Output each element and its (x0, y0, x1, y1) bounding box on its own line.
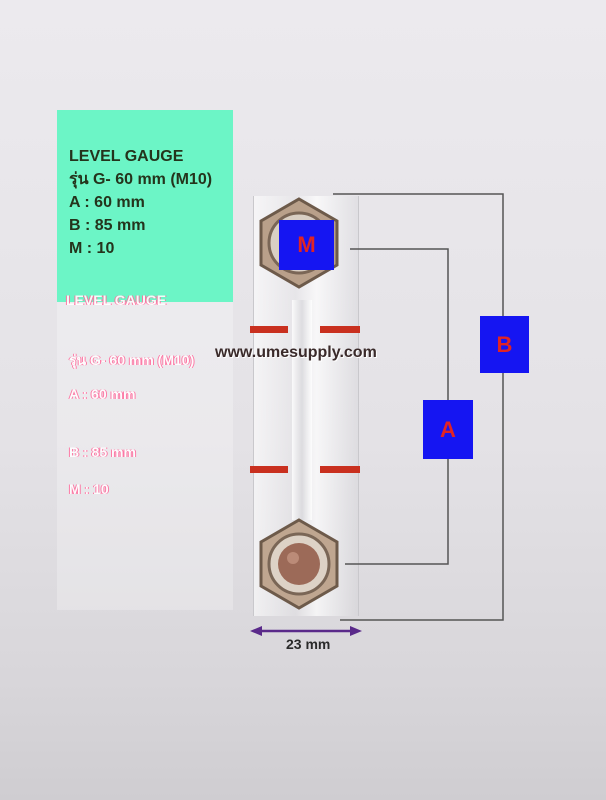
spec-title: LEVEL GAUGE (69, 148, 184, 165)
width-dimension-label: 23 mm (286, 636, 331, 652)
watermark-url: www.umesupply.com (215, 344, 377, 361)
lower-mark-left (250, 466, 288, 473)
ghost-panel (57, 300, 233, 610)
ghost-model: รุ่น G- 60 mm (M10) (69, 352, 195, 368)
label-a: A (423, 400, 473, 459)
spec-panel (57, 110, 233, 302)
upper-mark-left (250, 326, 288, 333)
label-b: B (480, 316, 529, 373)
inner-tube (292, 300, 312, 520)
bottom-hex-nut (259, 518, 339, 610)
ghost-a: A : 60 mm (69, 386, 136, 402)
upper-mark-right (320, 326, 360, 333)
ghost-title: LEVEL GAUGE (66, 292, 167, 308)
spec-a: A : 60 mm (69, 194, 145, 211)
label-m: M (279, 220, 334, 270)
spec-m: M : 10 (69, 240, 115, 257)
spec-model: รุ่น G- 60 mm (M10) (69, 171, 213, 188)
ghost-m: M : 10 (69, 481, 109, 497)
ghost-b: B : 85 mm (69, 444, 136, 460)
spec-b: B : 85 mm (69, 217, 146, 234)
lower-mark-right (320, 466, 360, 473)
